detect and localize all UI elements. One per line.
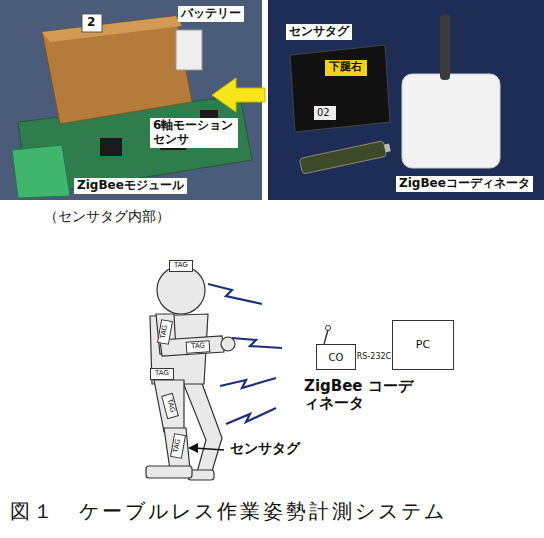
antenna-tip — [326, 326, 331, 331]
tag-sticker-text: 下腿右 — [329, 61, 362, 74]
part-name: ZigBee コーディネータ — [304, 378, 422, 413]
sensor-tag-case — [290, 45, 390, 132]
radio-waves — [208, 284, 282, 424]
photo-background — [268, 0, 544, 200]
node-text: PC — [416, 339, 430, 351]
node-text: TAG — [191, 343, 205, 352]
tag-sticker — [325, 60, 367, 76]
battery-case — [42, 16, 192, 124]
part-name: センサタグ — [230, 440, 300, 456]
node-text: TAG — [173, 439, 183, 454]
figure-caption: 図１ ケーブルレス作業姿勢計測システム — [10, 500, 447, 523]
aa-battery — [299, 140, 391, 175]
sensor-tag: TAG — [169, 260, 193, 272]
node-text: TAG — [155, 370, 169, 378]
node-text: TAG — [174, 262, 188, 270]
tag-sticker — [314, 106, 336, 120]
sensor-tag: TAG — [186, 340, 211, 354]
sensor-tag: TAG — [150, 368, 174, 380]
node-text: TAG — [164, 398, 175, 413]
photo-caption: （センサタグ内部） — [44, 208, 170, 224]
antenna-line — [324, 330, 328, 344]
coordinator-box: CO — [316, 344, 356, 370]
part-name: バッテリー — [178, 6, 244, 22]
chip — [100, 138, 122, 156]
leader-arrowhead — [188, 443, 198, 453]
part-name: ZigBeeコーディネータ — [396, 176, 533, 192]
part-name: ZigBeeモジュール — [74, 178, 187, 194]
part-name: センサタグ — [286, 24, 352, 40]
antenna — [440, 14, 450, 80]
number-sticker — [82, 14, 102, 32]
battery-top — [42, 16, 182, 42]
signal-name: RS-232C — [356, 352, 392, 361]
leader-line — [194, 448, 224, 450]
worker-figure — [146, 266, 235, 480]
node-text: CO — [329, 352, 344, 363]
arrow-symbol — [212, 78, 265, 112]
coordinator-case — [402, 74, 500, 168]
node-text: TAG — [160, 325, 170, 340]
callout-number: 2 — [87, 16, 95, 30]
zigbee-module — [12, 145, 70, 198]
pc-box: PC — [392, 320, 454, 370]
tag-number: 02 — [317, 107, 330, 119]
part-name: 6軸モーションセンサ — [150, 118, 238, 148]
battery-cell — [176, 30, 202, 70]
